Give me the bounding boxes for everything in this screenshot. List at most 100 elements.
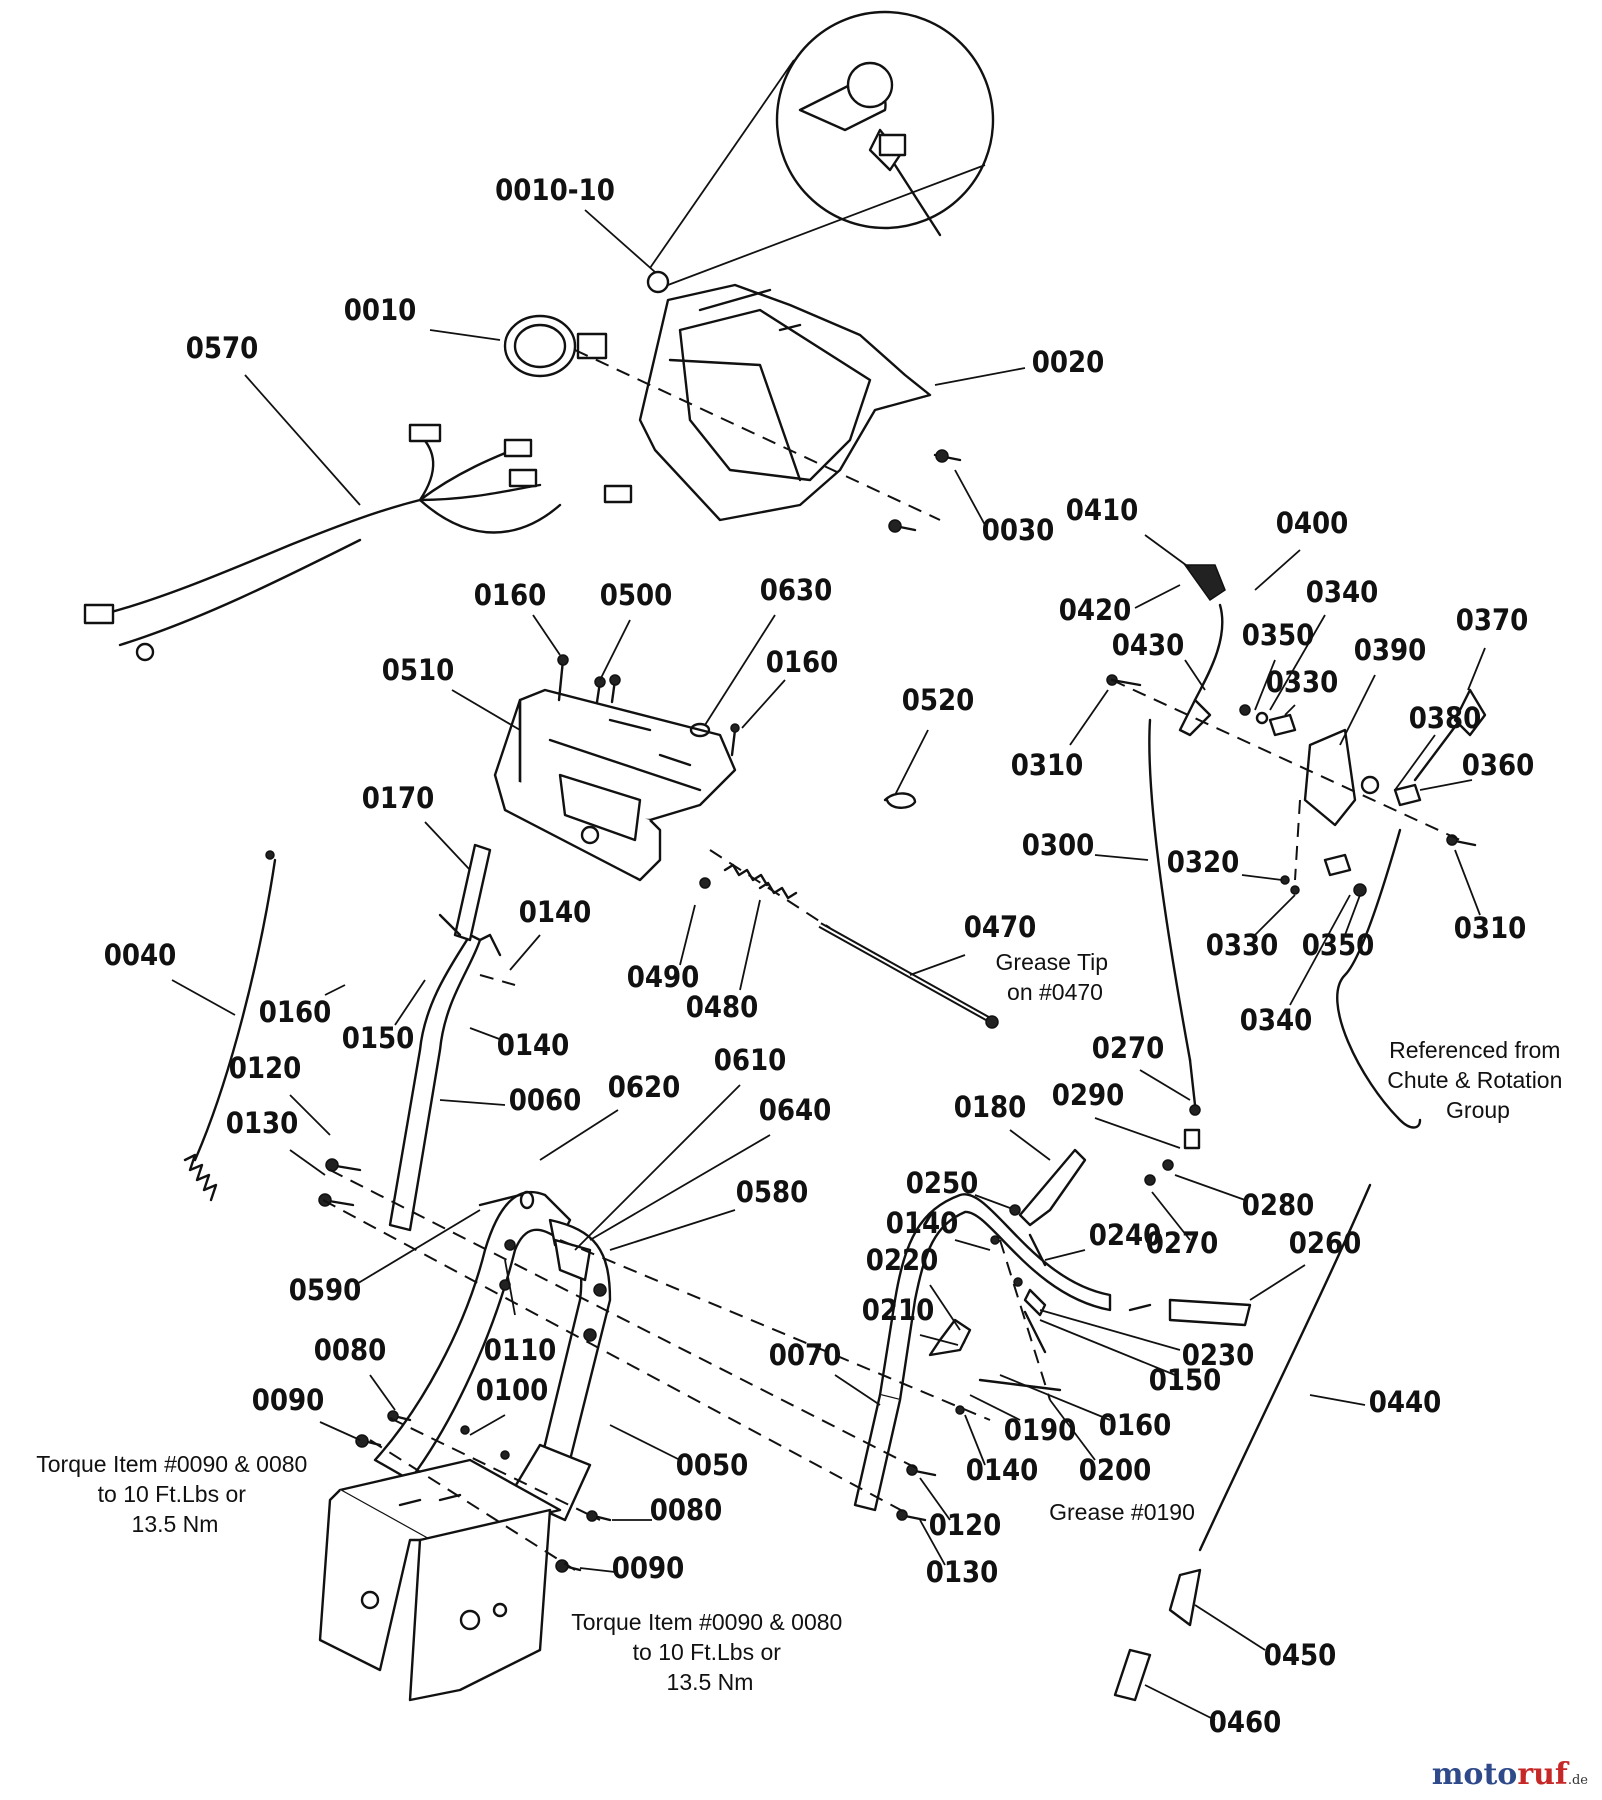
- leader-line: [1039, 1309, 1181, 1351]
- leader-line: [589, 1134, 771, 1241]
- leader-line: [1151, 1191, 1191, 1241]
- leader-line: [394, 979, 426, 1026]
- chute-cable: [1336, 828, 1422, 1129]
- leader-line: [909, 954, 966, 976]
- part-number-label: 0090: [612, 1551, 685, 1585]
- leader-line: [1139, 1069, 1191, 1101]
- part-number-label: 0280: [1242, 1188, 1315, 1222]
- part-number-label: 0330: [1266, 665, 1339, 699]
- watermark-part-b: ruf: [1517, 1757, 1568, 1792]
- leader-line: [369, 1374, 396, 1411]
- part-number-label: 0420: [1059, 593, 1132, 627]
- part-number-label: 0160: [766, 645, 839, 679]
- part-number-label: 0240: [1089, 1218, 1162, 1252]
- referenced-note: Referenced from Chute & Rotation Group: [1387, 1037, 1569, 1123]
- cable-and-grip: [1113, 1183, 1372, 1702]
- leader-line: [929, 1284, 961, 1331]
- part-number-label: 0580: [736, 1175, 809, 1209]
- part-number-label: 0140: [519, 895, 592, 929]
- dash-panel-housing: [638, 283, 932, 522]
- leader-line: [609, 1424, 681, 1461]
- part-number-label: 0190: [1004, 1413, 1077, 1447]
- leader-line: [1394, 734, 1436, 791]
- watermark-part-a: moto: [1431, 1757, 1518, 1792]
- part-number-label: 0340: [1240, 1003, 1313, 1037]
- leader-line: [1134, 584, 1181, 609]
- leader-line: [1269, 614, 1326, 711]
- leader-line: [354, 1209, 481, 1286]
- part-number-label: 0120: [229, 1051, 302, 1085]
- part-number-label: 0210: [862, 1293, 935, 1327]
- part-number-label: 0080: [650, 1493, 723, 1527]
- leader-line: [1194, 1604, 1266, 1651]
- torque-note-left: Torque Item #0090 & 0080 to 10 Ft.Lbs or…: [36, 1451, 313, 1537]
- part-number-label: 0140: [886, 1206, 959, 1240]
- part-number-label: 0140: [966, 1453, 1039, 1487]
- part-number-label: 0170: [362, 781, 435, 815]
- leader-line: [289, 1149, 326, 1176]
- part-number-label: 0010-10: [495, 173, 615, 207]
- leader-line: [919, 1519, 946, 1566]
- bulb-detail-circle: [649, 10, 995, 286]
- leader-line: [1144, 1684, 1216, 1721]
- leader-line: [999, 1374, 1111, 1421]
- part-number-label: 0230: [1182, 1338, 1255, 1372]
- part-number-label: 0410: [1066, 493, 1139, 527]
- leader-line: [704, 614, 776, 726]
- leader-line: [919, 1334, 959, 1346]
- part-number-label: 0110: [484, 1333, 557, 1367]
- shift-rod: [1144, 718, 1201, 1186]
- assembly-lines: [322, 349, 1461, 1571]
- leader-line: [1254, 659, 1276, 711]
- leader-line: [609, 1209, 736, 1251]
- leader-line: [429, 329, 501, 341]
- leader-line: [1039, 1319, 1176, 1376]
- leader-line: [954, 1239, 991, 1251]
- part-number-label: 0310: [1454, 911, 1527, 945]
- part-number-label: 0050: [676, 1448, 749, 1482]
- part-number-label: 0160: [259, 995, 332, 1029]
- lever-0180: [1018, 1148, 1087, 1227]
- leader-line: [1174, 1174, 1246, 1201]
- part-number-label: 0080: [314, 1333, 387, 1367]
- part-number-label: 0120: [929, 1508, 1002, 1542]
- leader-line: [504, 1259, 516, 1316]
- leader-line: [679, 904, 696, 966]
- leader-line: [289, 1094, 331, 1136]
- part-number-label: 0460: [1209, 1705, 1282, 1739]
- leader-line: [244, 374, 361, 506]
- leader-line: [919, 1477, 951, 1521]
- leader-line: [469, 1414, 506, 1436]
- leader-line: [974, 1194, 1011, 1209]
- part-number-label: 0340: [1306, 575, 1379, 609]
- part-number-label: 0620: [608, 1070, 681, 1104]
- shift-lever-group: [1106, 564, 1487, 897]
- leader-line: [324, 984, 346, 996]
- grease-note-0190: Grease #0190: [1049, 1499, 1195, 1525]
- part-number-label: 0570: [186, 331, 259, 365]
- leader-line: [1339, 674, 1376, 746]
- frame-bolts: [318, 1158, 612, 1573]
- screws-0030: [888, 449, 962, 533]
- control-panel-bracket: [493, 688, 737, 882]
- part-number-label: 0160: [474, 578, 547, 612]
- part-number-label: 0060: [509, 1083, 582, 1117]
- part-number-label: 0500: [600, 578, 673, 612]
- leader-line: [1094, 1117, 1181, 1149]
- leader-line: [834, 1374, 881, 1406]
- part-number-label: 0430: [1112, 628, 1185, 662]
- grease-note-0470: Grease Tip on #0470: [996, 949, 1115, 1005]
- leader-line: [319, 1421, 361, 1441]
- leader-line: [1241, 874, 1283, 881]
- watermark-suffix: .de: [1567, 1773, 1588, 1788]
- part-number-label: 0100: [476, 1373, 549, 1407]
- part-number-label: 0470: [964, 910, 1037, 944]
- leader-line: [1344, 894, 1361, 936]
- leader-line: [599, 619, 631, 681]
- part-number-label: 0180: [954, 1090, 1027, 1124]
- leader-line: [1069, 689, 1109, 746]
- part-number-label: 0030: [982, 513, 1055, 547]
- part-number-label: 0520: [902, 683, 975, 717]
- notes: Grease Tip on #0470 Referenced from Chut…: [36, 949, 1569, 1695]
